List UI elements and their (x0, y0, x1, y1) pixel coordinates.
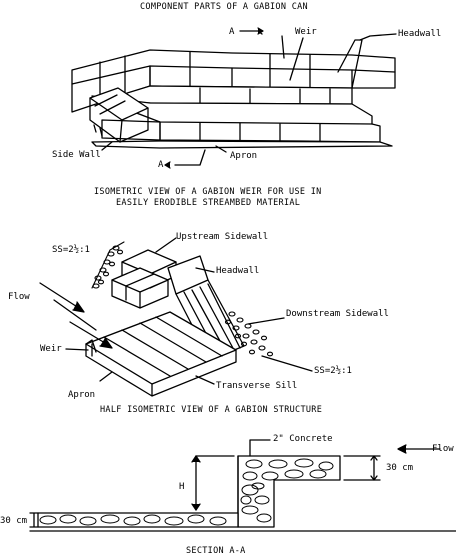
section-a-a-drawing (29, 439, 456, 532)
label-ss-right: SS=2½:1 (314, 366, 352, 376)
label-downstream-sidewall: Downstream Sidewall (286, 309, 389, 319)
caption-section-a-a: SECTION A-A (186, 546, 246, 556)
label-apron-top: Apron (230, 151, 258, 161)
label-apron-middle: Apron (68, 390, 96, 400)
label-30cm-left: 30 cm (0, 516, 28, 526)
label-ss-left: SS=2½:1 (52, 245, 90, 255)
label-concrete: 2" Concrete (273, 434, 333, 444)
label-weir-middle: Weir (40, 344, 62, 354)
caption-isometric-line1: ISOMETRIC VIEW OF A GABION WEIR FOR USE … (94, 187, 322, 197)
gabion-can-drawing (71, 27, 397, 169)
caption-component-parts: COMPONENT PARTS OF A GABION CAN (140, 2, 308, 12)
label-30cm-right: 30 cm (386, 463, 414, 473)
caption-isometric-line2: EASILY ERODIBLE STREAMBED MATERIAL (116, 198, 301, 208)
label-headwall-top: Headwall (398, 29, 442, 39)
label-upstream-sidewall: Upstream Sidewall (176, 232, 269, 242)
label-section-a-bottom: A (158, 160, 164, 170)
label-section-a-top: A (229, 27, 235, 37)
caption-half-isometric: HALF ISOMETRIC VIEW OF A GABION STRUCTUR… (100, 405, 323, 415)
label-headwall-middle: Headwall (216, 266, 260, 276)
label-side-wall: Side Wall (52, 150, 101, 160)
label-transverse-sill: Transverse Sill (216, 381, 298, 391)
label-flow-middle: Flow (8, 292, 30, 302)
gabion-weir-drawing (39, 237, 313, 397)
label-weir-top: Weir (295, 27, 317, 37)
label-h: H (179, 482, 185, 492)
label-flow-section: Flow (432, 444, 454, 454)
